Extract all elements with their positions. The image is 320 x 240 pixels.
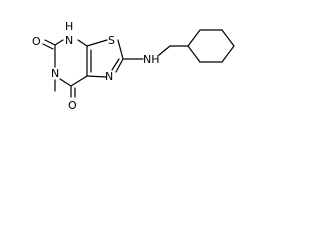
- atom-h-ring: H: [65, 20, 73, 33]
- bond-cy-1: [187, 29, 201, 47]
- bond-c5-o-a: [44, 39, 56, 46]
- bond-nh-ch2: [158, 45, 171, 56]
- atom-s-ring: S: [108, 34, 115, 47]
- bond-c7a-c7: [70, 75, 88, 87]
- atom-n-ring: N: [65, 34, 73, 47]
- chemical-structure: O H N S NH N N O: [32, 20, 235, 112]
- bond-c3a-s: [86, 39, 108, 47]
- bond-c5-o-b: [42, 43, 54, 50]
- atom-o-bottom: O: [68, 99, 77, 112]
- bond-c2-n3: [54, 39, 64, 46]
- atom-n-thiazole: N: [105, 70, 113, 83]
- bond-cy-6: [187, 45, 201, 63]
- bond-n-c7a: [86, 75, 107, 78]
- atom-o-top: O: [32, 35, 41, 48]
- atom-nh-side: NH: [143, 53, 160, 66]
- bond-cy-4: [221, 45, 235, 63]
- bond-c7-n6: [59, 78, 72, 87]
- bond-n3-c3a: [77, 39, 88, 47]
- atom-n-methyl: N: [51, 67, 59, 80]
- bond-c2-n-a: [115, 58, 124, 73]
- bond-s-c2: [117, 39, 124, 60]
- bond-c2-n-b: [111, 58, 120, 71]
- bond-cy-3: [221, 29, 235, 47]
